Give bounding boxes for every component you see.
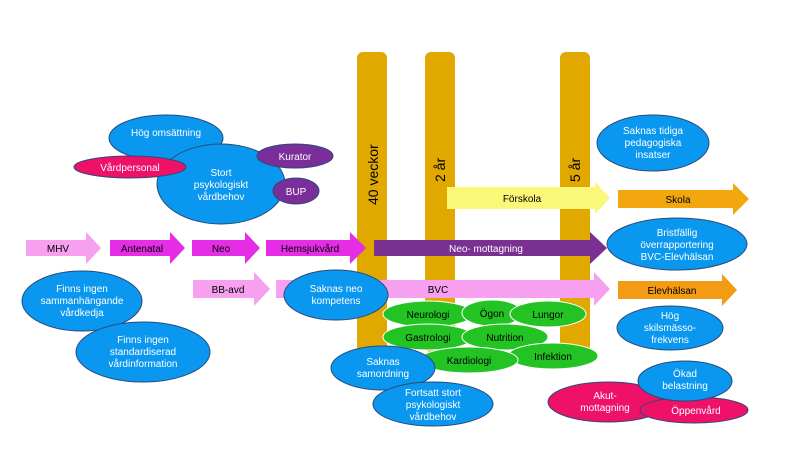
mhv-label: MHV — [47, 244, 70, 255]
saknas-samordning-ellipse — [330, 345, 436, 391]
kardiologi-label: Kardiologi — [447, 356, 491, 367]
antenatal-arrow — [110, 232, 185, 264]
vardpersonal-ellipse — [73, 155, 187, 179]
hemsjukvard-label: Hemsjukvård — [281, 243, 339, 255]
forskola-label: Förskola — [503, 194, 542, 205]
bb-avd-label: BB-avd — [212, 285, 245, 296]
bb-avd-arrow — [193, 272, 270, 306]
neo-mottagning-label: Neo- mottagning — [449, 244, 523, 255]
lungor-label: Lungor — [532, 310, 564, 321]
okad-belastning-ellipse — [637, 360, 733, 402]
neo-arrow — [192, 232, 260, 264]
forskola-arrow — [447, 182, 610, 214]
infektion-label: Infektion — [534, 352, 572, 363]
bvc-label: BVC — [428, 285, 449, 296]
gastrologi-label: Gastrologi — [405, 333, 451, 344]
antenatal-label: Antenatal — [121, 244, 163, 255]
bar-40-veckor-label: 40 veckor — [365, 144, 381, 205]
ogon-label: Ögon — [480, 308, 504, 320]
skola-label: Skola — [665, 195, 690, 206]
hog-omsattning-label: Hög omsättning — [131, 128, 201, 139]
lungor-ellipse — [509, 300, 587, 328]
vardpersonal-label: Vårdpersonal — [100, 162, 159, 174]
saknas-neo-kompetens-ellipse — [283, 269, 389, 321]
specialty-cluster: Neurologi Ögon Lungor Gastrologi Nutriti… — [382, 299, 599, 374]
bristfallig-ellipse — [606, 217, 748, 271]
saknas-tidiga-ellipse — [596, 114, 710, 172]
skola-arrow — [618, 183, 749, 215]
kurator-ellipse — [256, 143, 334, 169]
kurator-label: Kurator — [279, 152, 312, 163]
bar-5-ar-label: 5 år — [567, 158, 583, 182]
hog-skilsmassofrekvens-ellipse — [616, 305, 724, 351]
neo-label: Neo — [212, 244, 231, 255]
nutrition-label: Nutrition — [486, 333, 523, 344]
elevhalsan-label: Elevhälsan — [648, 286, 697, 297]
nutrition-ellipse — [461, 323, 549, 351]
akutmottagning-label: Akut-mottagning — [580, 391, 629, 414]
bar-2-ar-label: 2 år — [432, 158, 448, 182]
mhv-arrow — [26, 232, 101, 264]
bar-2-ar — [425, 52, 455, 352]
fortsatt-stort-ellipse — [372, 381, 494, 427]
neurologi-label: Neurologi — [407, 310, 450, 321]
elevhalsan-arrow — [618, 274, 737, 306]
bup-ellipse — [272, 177, 320, 205]
bup-label: BUP — [286, 187, 307, 198]
ingen-vardkedja-ellipse — [21, 270, 143, 332]
neo-mottagning-arrow — [374, 232, 607, 264]
ingen-vardinformation-ellipse — [75, 321, 211, 383]
oppenvard-label: Öppenvård — [671, 405, 720, 417]
hemsjukvard-arrow — [266, 232, 366, 264]
